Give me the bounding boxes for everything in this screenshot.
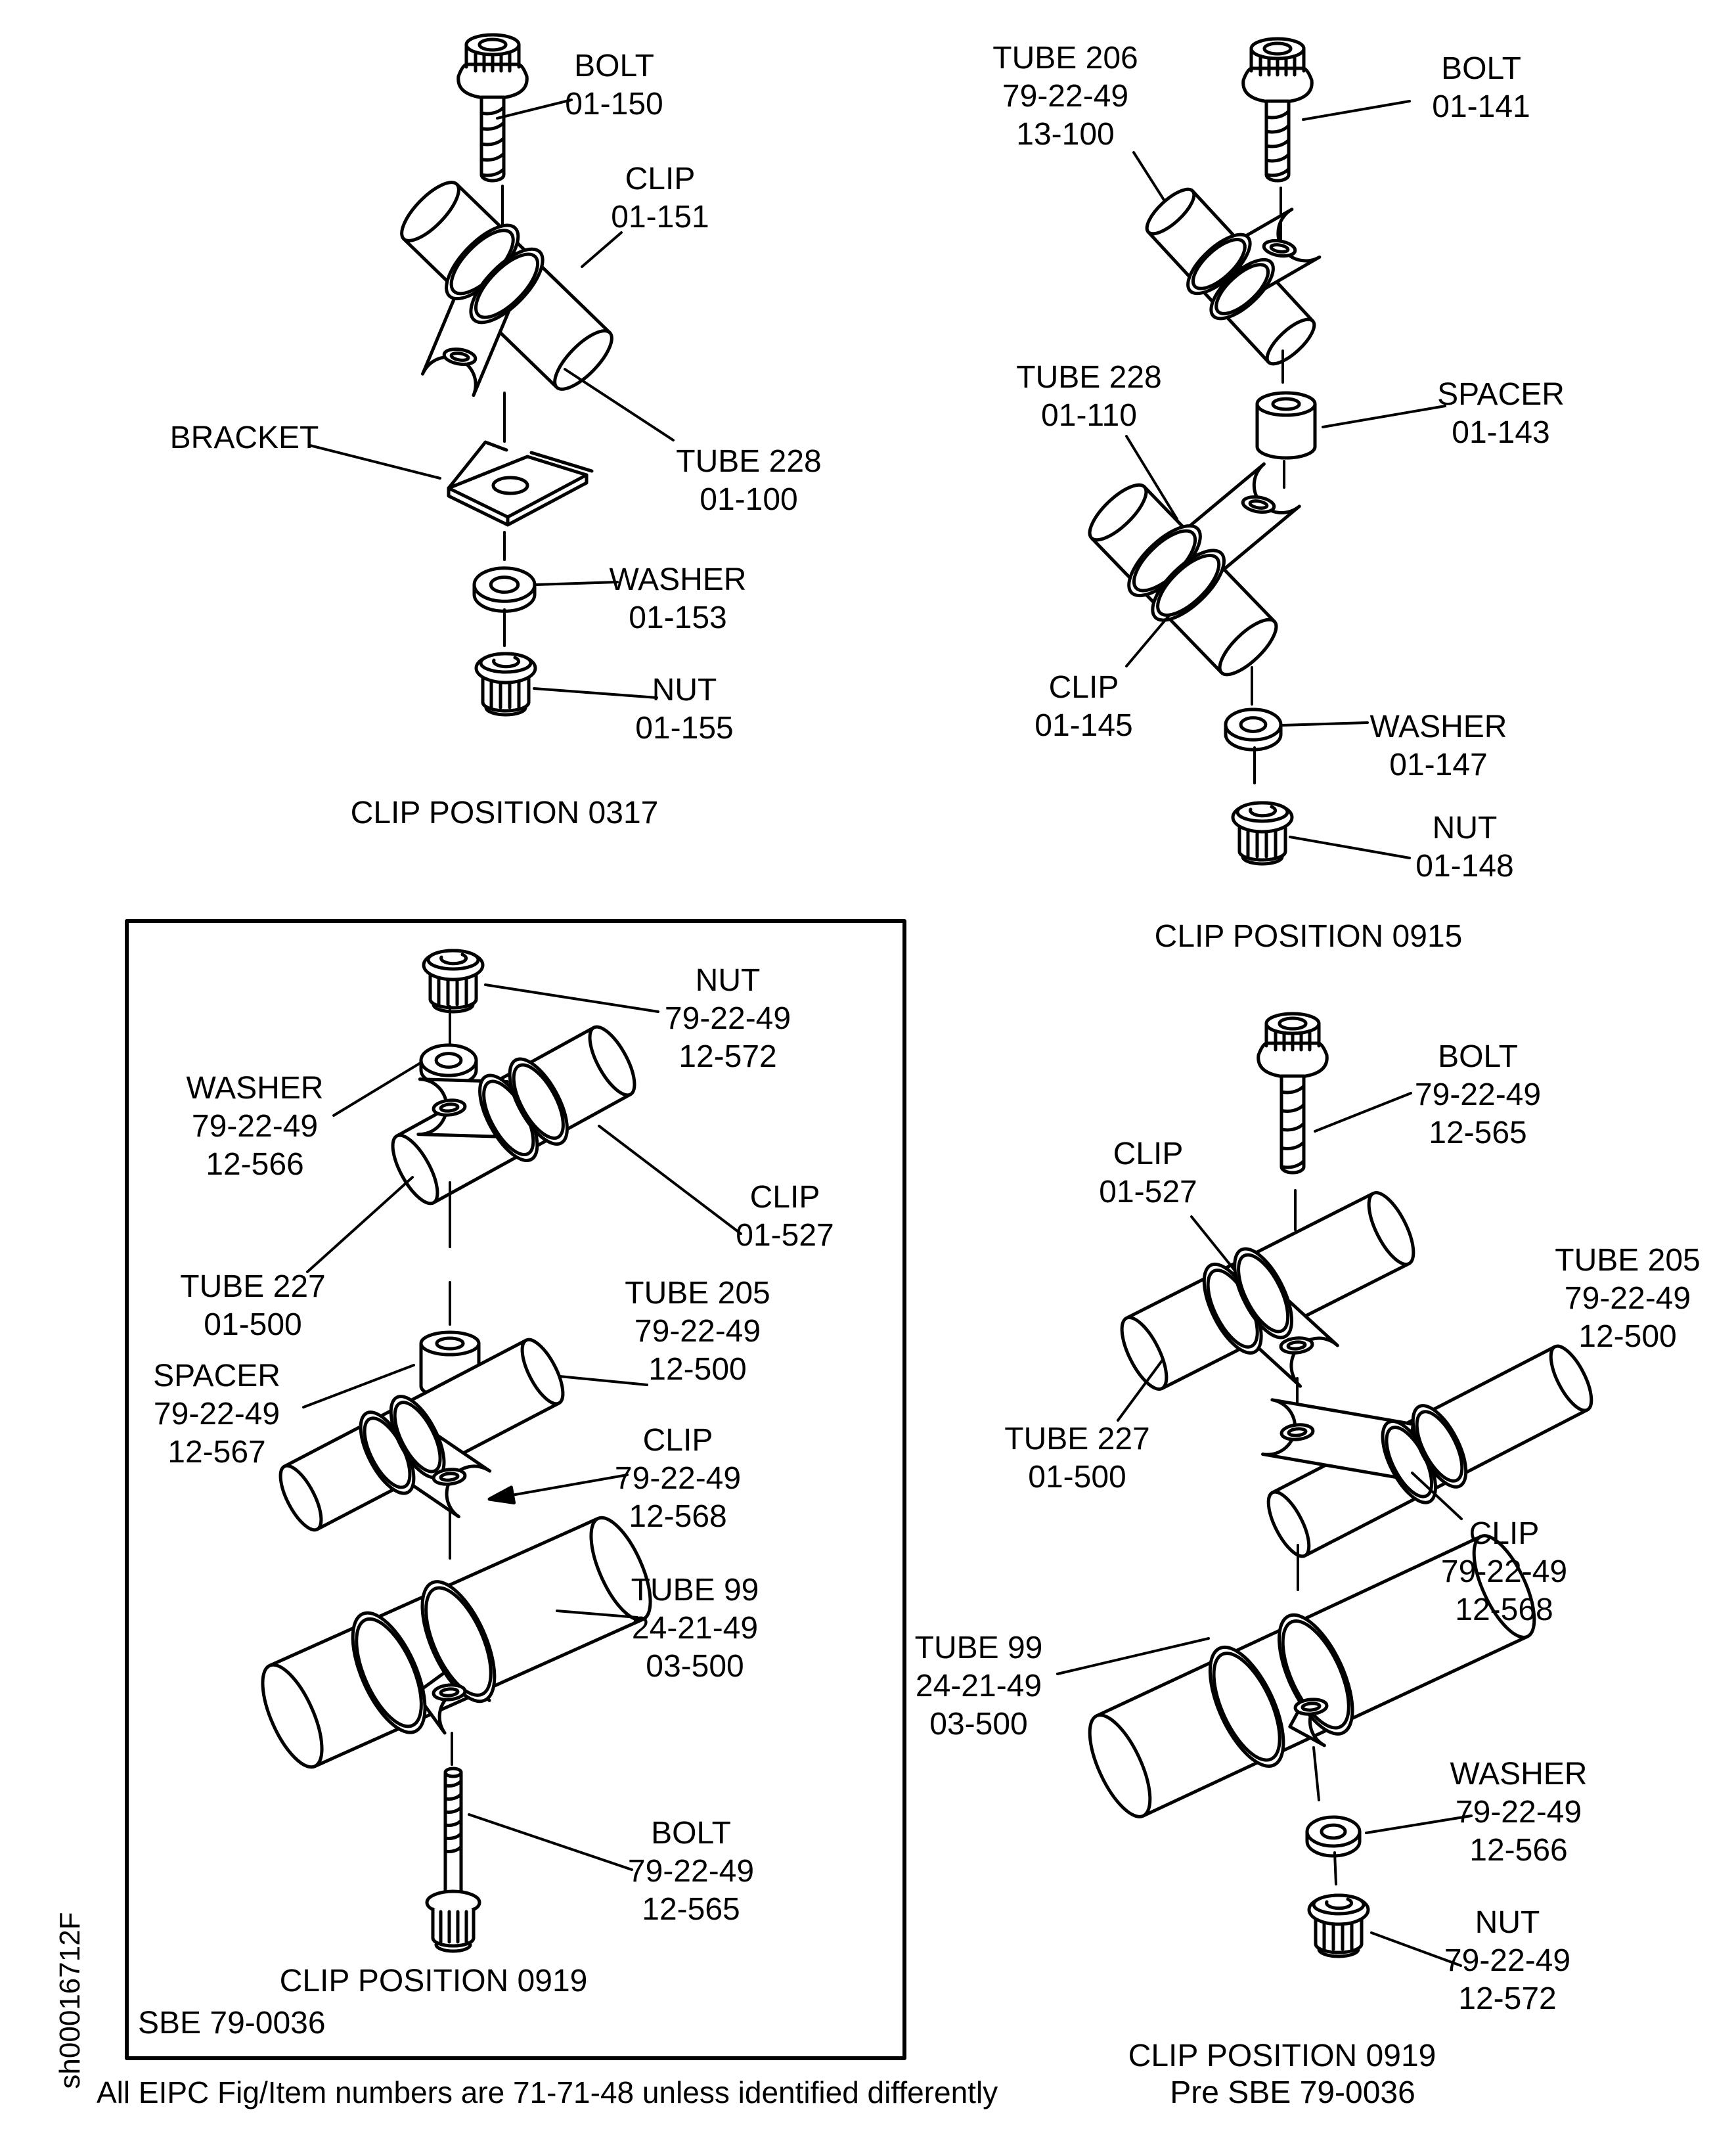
nut-illustration <box>1231 801 1294 866</box>
leader-line <box>487 1474 629 1505</box>
label-washer-0317: WASHER 01-153 <box>609 562 747 635</box>
label-clip-0915: CLIP 01-145 <box>1035 670 1133 743</box>
bolt-illustration <box>425 1767 481 1953</box>
leader-line <box>564 368 675 441</box>
tube99-with-clamp-illustration <box>1088 1534 1536 1818</box>
tube205-with-clip-illustration <box>1261 1344 1593 1558</box>
label-clip12568-0919sbe: CLIP 79-22-49 12-568 <box>614 1423 742 1534</box>
leader-line <box>1281 721 1369 727</box>
leader-line <box>1190 1215 1236 1272</box>
footer-note: All EIPC Fig/Item numbers are 71-71-48 u… <box>97 2075 998 2109</box>
bracket-illustration <box>447 440 594 527</box>
subcaption-pre-sbe-79-0036: Pre SBE 79-0036 <box>1170 2075 1415 2110</box>
label-spacer-0915: SPACER 01-143 <box>1437 377 1565 450</box>
label-bracket-0317: BRACKET <box>169 420 319 455</box>
leader-line <box>468 1813 633 1871</box>
label-washer-0915: WASHER 01-147 <box>1369 710 1507 782</box>
washer-illustration <box>1305 1815 1362 1858</box>
nut-illustration <box>474 652 537 717</box>
label-clip01527-0919pre: CLIP 01-527 <box>1099 1137 1197 1209</box>
label-tube228-0915: TUBE 228 01-110 <box>1016 360 1162 433</box>
label-tube205-0919sbe: TUBE 205 79-22-49 12-500 <box>625 1276 770 1387</box>
tube206-with-clip-illustration <box>1145 187 1322 366</box>
label-nut-0919pre: NUT 79-22-49 12-572 <box>1444 1905 1571 2016</box>
label-bolt-0317: BOLT 01-150 <box>565 49 663 122</box>
leader-line <box>535 581 619 586</box>
leader-line <box>1125 435 1178 520</box>
label-nut-0915: NUT 01-148 <box>1415 811 1514 884</box>
label-bolt-0915: BOLT 01-141 <box>1432 51 1530 124</box>
label-tube205-0919pre: TUBE 205 79-22-49 12-500 <box>1555 1243 1701 1354</box>
leader-line <box>1370 1931 1462 1967</box>
bolt-illustration <box>456 33 529 183</box>
label-nut-0919sbe: NUT 79-22-49 12-572 <box>664 963 791 1074</box>
leader-line <box>309 444 441 480</box>
nut-illustration <box>1307 1893 1370 1958</box>
tube228-with-clip-illustration <box>400 181 613 397</box>
tube227-with-clip-illustration <box>1120 1190 1415 1391</box>
leader-line <box>302 1364 415 1409</box>
bolt-illustration <box>1241 37 1314 183</box>
label-tube227-0919pre: TUBE 227 01-500 <box>1004 1422 1150 1495</box>
label-tube99-0919sbe: TUBE 99 24-21-49 03-500 <box>631 1573 759 1684</box>
caption-clip-position-0919-sbe: CLIP POSITION 0919 <box>279 1964 588 1998</box>
leader-line <box>1302 100 1411 121</box>
label-tube206-0915: TUBE 206 79-22-49 13-100 <box>992 41 1138 152</box>
label-bolt-0919pre: BOLT 79-22-49 12-565 <box>1414 1039 1542 1150</box>
leader-line <box>581 231 623 268</box>
leader-line <box>1322 405 1446 428</box>
label-clip01527-0919sbe: CLIP 01-527 <box>736 1180 834 1253</box>
washer-illustration <box>472 566 537 613</box>
leader-line <box>1117 1359 1164 1422</box>
leader-line <box>496 99 573 120</box>
leader-line <box>1056 1637 1210 1675</box>
caption-clip-position-0317: CLIP POSITION 0317 <box>350 796 659 830</box>
leader-line <box>306 1176 414 1273</box>
label-spacer-0919sbe: SPACER 79-22-49 12-567 <box>153 1359 280 1470</box>
leader-line <box>1125 615 1170 667</box>
tube99-with-clamp-illustration <box>261 1516 652 1769</box>
label-washer-0919pre: WASHER 79-22-49 12-566 <box>1450 1757 1588 1868</box>
caption-clip-position-0915: CLIP POSITION 0915 <box>1154 919 1463 954</box>
tube227-with-clip-illustration <box>391 1025 636 1206</box>
center-line <box>1333 1851 1337 1885</box>
leader-line <box>1411 1472 1463 1520</box>
label-clip-0317: CLIP 01-151 <box>611 162 709 235</box>
label-washer-0919sbe: WASHER 79-22-49 12-566 <box>186 1071 324 1182</box>
leader-line <box>552 1374 648 1386</box>
label-nut-0317: NUT 01-155 <box>635 673 734 746</box>
subcaption-sbe-79-0036: SBE 79-0036 <box>138 2006 326 2040</box>
center-line <box>1312 1746 1320 1801</box>
leader-line <box>556 1610 638 1619</box>
leader-line <box>332 1062 422 1117</box>
label-bolt-0919sbe: BOLT 79-22-49 12-565 <box>627 1816 755 1927</box>
nut-illustration <box>422 949 485 1014</box>
label-tube227-0919sbe: TUBE 227 01-500 <box>180 1269 326 1342</box>
leader-line <box>484 983 659 1013</box>
bolt-illustration <box>1257 1012 1329 1175</box>
sheet-code-vertical: sh00016712F <box>54 1912 86 2089</box>
label-tube228-0317: TUBE 228 01-100 <box>676 444 822 517</box>
tube228-with-clip-illustration <box>1088 462 1301 677</box>
leader-line <box>1314 1092 1412 1133</box>
leader-line <box>533 687 658 699</box>
spacer-illustration <box>1255 391 1317 460</box>
leader-line <box>598 1125 742 1235</box>
caption-clip-position-0919-pre: CLIP POSITION 0919 <box>1128 2039 1436 2073</box>
tube205-with-clip-illustration <box>278 1338 565 1532</box>
figure-box <box>125 919 906 2060</box>
leader-line <box>1289 836 1411 859</box>
washer-illustration <box>1224 708 1283 752</box>
leader-line <box>1365 1814 1473 1834</box>
label-tube99-0919pre: TUBE 99 24-21-49 03-500 <box>914 1631 1043 1742</box>
label-clip12568-0919pre: CLIP 79-22-49 12-568 <box>1440 1516 1568 1627</box>
